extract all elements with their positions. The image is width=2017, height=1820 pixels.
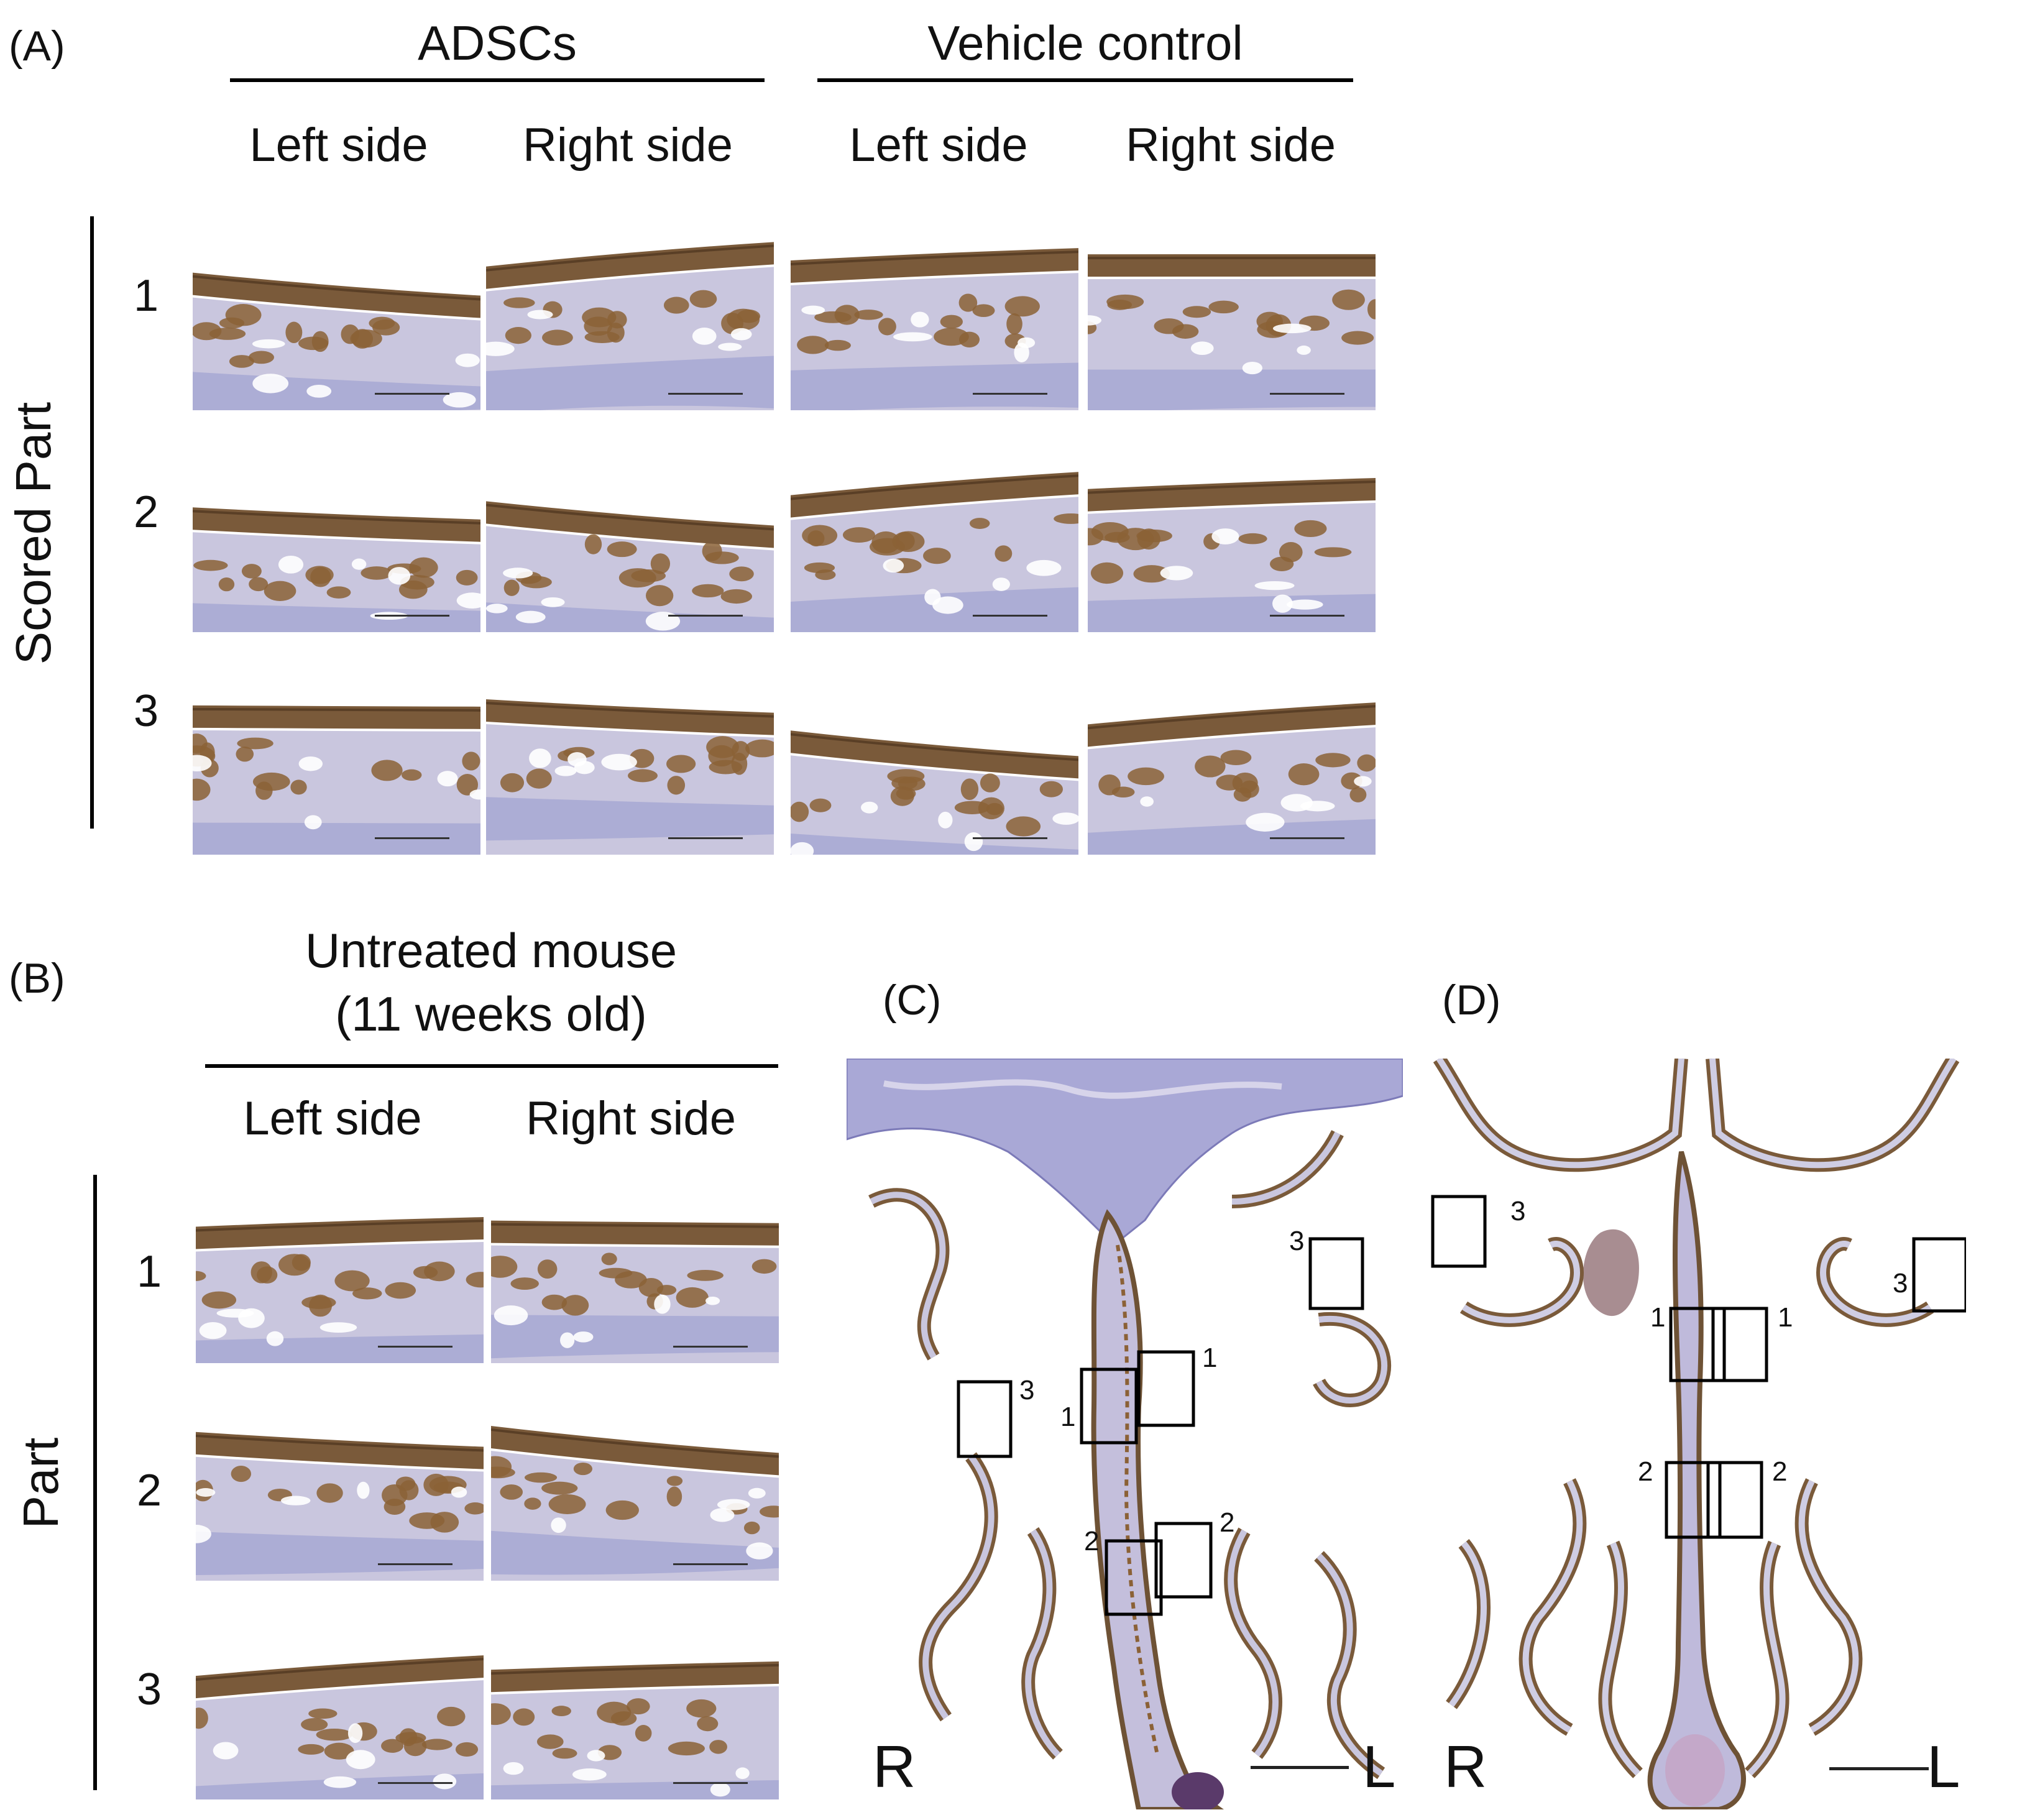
micrograph-vehicle-left-3 (791, 640, 1078, 855)
panel-a-row-3: 3 (133, 686, 159, 736)
panel-a-vehicle-right-label: Right side (1126, 119, 1336, 172)
micrograph-untreated-left-2 (196, 1366, 484, 1581)
panel-c-side-r: R (873, 1734, 916, 1800)
panel-b-title-line1: Untreated mouse (305, 923, 678, 978)
panel-c-box-label-1-left: 1 (1060, 1402, 1076, 1432)
panel-b-letter: (B) (9, 955, 65, 1002)
panel-b-row-1: 1 (136, 1247, 162, 1297)
panel-c-box-label-1-right: 1 (1202, 1343, 1218, 1373)
panel-c-box-label-2-left: 2 (1084, 1526, 1100, 1556)
micrograph-untreated-right-2 (491, 1366, 779, 1581)
micrograph-adscs-left-1 (193, 196, 480, 410)
panel-d-side-l: L (1927, 1734, 1960, 1800)
panel-d-box-label-2-right: 2 (1772, 1456, 1788, 1487)
panel-c-letter: (C) (883, 977, 942, 1024)
nasal-septum-overview-d: 3 1 1 2 2 3 R L (1427, 1059, 1966, 1809)
micrograph-adscs-left-3 (193, 640, 480, 855)
panel-b-right-label: Right side (526, 1092, 736, 1145)
panel-a-adscs-rule (230, 78, 765, 82)
panel-a-row-1: 1 (133, 271, 159, 321)
micrograph-untreated-left-1 (196, 1149, 484, 1363)
panel-c-side-l: L (1362, 1734, 1396, 1800)
micrograph-untreated-right-3 (491, 1585, 779, 1799)
panel-b-row-3: 3 (136, 1665, 162, 1714)
panel-a-group-vehicle: Vehicle control (927, 16, 1243, 70)
panel-a-vehicle-rule (817, 78, 1353, 82)
micrograph-vehicle-right-3 (1088, 640, 1376, 855)
panel-a-letter: (A) (9, 22, 65, 70)
micrograph-adscs-right-3 (486, 640, 774, 855)
panel-d-letter: (D) (1442, 977, 1501, 1024)
panel-b-row-axis-label: Part (13, 1437, 68, 1529)
panel-c-box-label-3-left: 3 (1289, 1226, 1305, 1256)
panel-d-box-label-3-right: 3 (1893, 1268, 1908, 1298)
micrograph-vehicle-left-1 (791, 196, 1078, 410)
panel-b-left-label: Left side (243, 1092, 422, 1145)
micrograph-adscs-right-1 (486, 196, 774, 410)
panel-a-row-axis-rule (90, 216, 94, 829)
nasal-septum-overview-c: 3 1 1 2 2 3 R L (847, 1059, 1403, 1809)
panel-c-box-label-2-right: 2 (1220, 1507, 1235, 1538)
panel-c-box-label-3-right: 3 (1019, 1375, 1035, 1405)
panel-b-row-2: 2 (136, 1466, 162, 1515)
panel-a-adscs-left-label: Left side (249, 119, 428, 172)
micrograph-untreated-right-1 (491, 1149, 779, 1363)
panel-d-box-label-1-left: 1 (1650, 1302, 1666, 1333)
panel-a-vehicle-left-label: Left side (849, 119, 1028, 172)
micrograph-adscs-left-2 (193, 418, 480, 632)
panel-a-group-adscs: ADSCs (418, 16, 577, 70)
panel-d-side-r: R (1444, 1734, 1487, 1800)
micrograph-vehicle-right-2 (1088, 418, 1376, 632)
micrograph-vehicle-left-2 (791, 418, 1078, 632)
panel-a-adscs-right-label: Right side (523, 119, 733, 172)
panel-d-box-label-1-right: 1 (1778, 1302, 1793, 1333)
panel-d-box-label-2-left: 2 (1638, 1456, 1653, 1487)
panel-a-row-axis-label: Scored Part (6, 402, 61, 665)
micrograph-adscs-right-2 (486, 418, 774, 632)
panel-d-box-label-3-left: 3 (1510, 1196, 1526, 1226)
panel-a-row-2: 2 (133, 487, 159, 537)
panel-b-title-rule (205, 1064, 778, 1068)
micrograph-vehicle-right-1 (1088, 196, 1376, 410)
panel-b-row-axis-rule (93, 1175, 97, 1790)
panel-b-title-line2: (11 weeks old) (335, 986, 647, 1041)
micrograph-untreated-left-3 (196, 1585, 484, 1799)
